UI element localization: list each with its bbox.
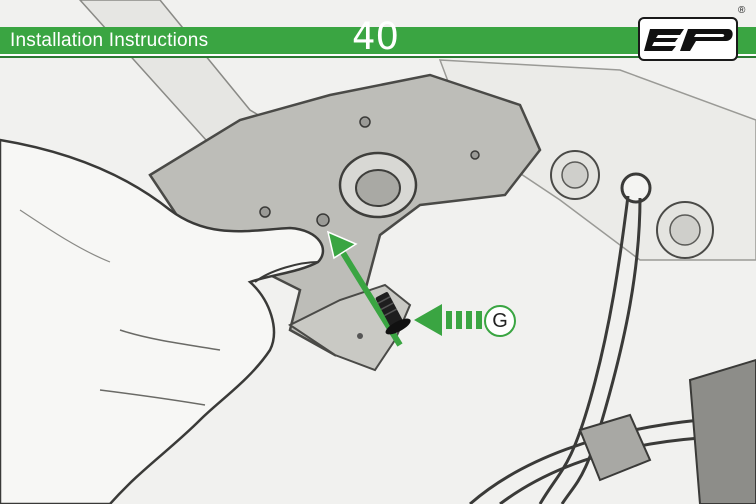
ep-logo <box>638 17 738 61</box>
page-number: 40 <box>352 17 399 57</box>
ep-logo-icon <box>640 19 736 59</box>
registered-mark: ® <box>738 5 745 16</box>
callout-label-g: G <box>484 305 516 337</box>
page-title: Installation Instructions <box>10 27 208 54</box>
